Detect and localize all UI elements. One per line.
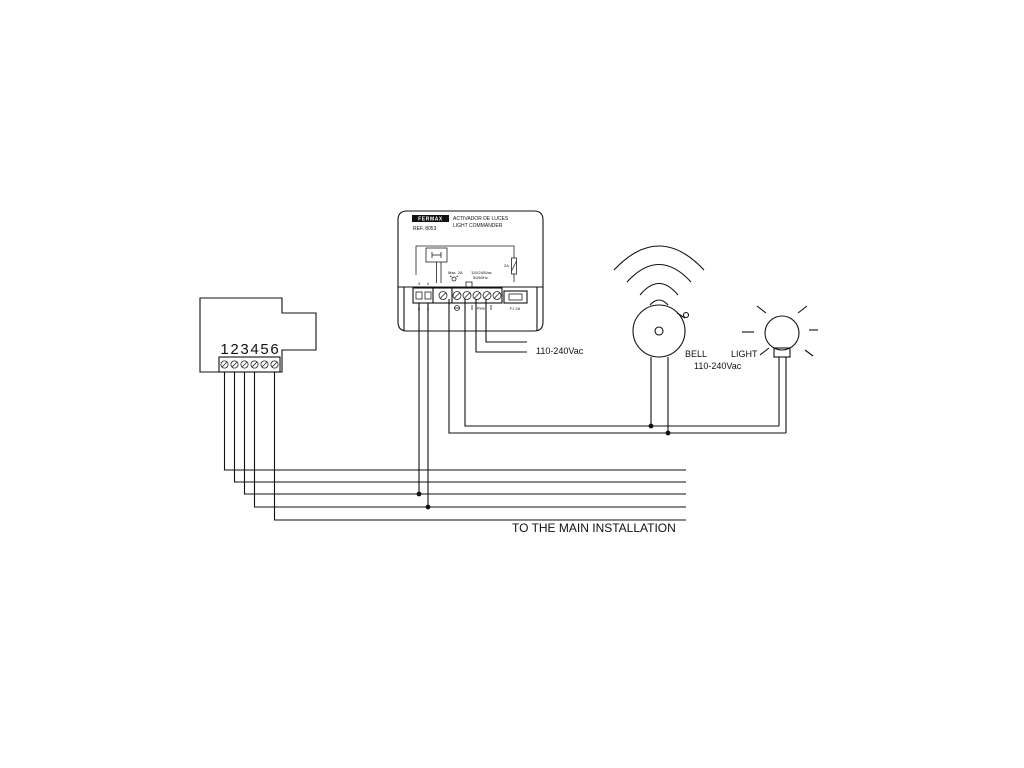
load-wire-b	[464, 299, 779, 427]
door-panel-outline	[199, 297, 317, 373]
panel-terminal-label-3: 3	[240, 341, 248, 358]
light-base	[773, 347, 791, 358]
internal-wire-top	[415, 245, 515, 275]
wiring	[223, 299, 786, 521]
lamp-icon	[449, 275, 459, 282]
module-screw-3	[462, 291, 472, 300]
panel-terminal-block	[218, 356, 281, 373]
panel-terminal-label-2: 2	[230, 341, 238, 358]
module-supply-label: 110-240Vac	[536, 346, 584, 356]
junction-dot	[648, 423, 654, 429]
load-wire-a	[448, 299, 786, 434]
bus-line-6	[273, 372, 686, 521]
fuse-symbol	[511, 257, 517, 275]
bell-icon	[613, 245, 705, 433]
light-label: LIGHT	[731, 349, 758, 359]
relay-terminal-label: Rele	[477, 306, 486, 311]
module-ref: REF. 8053	[413, 226, 437, 232]
bell-wave-outer	[613, 245, 705, 271]
bell-body	[632, 304, 686, 358]
module-screw-1	[438, 291, 448, 300]
light-bulb	[764, 315, 800, 351]
supply-wire-a	[475, 299, 527, 353]
panel-screw-4	[250, 360, 259, 369]
panel-screw-6	[270, 360, 279, 369]
module-title-en: LIGHT COMMANDER	[453, 223, 503, 229]
module-title-es: ACTIVADOR DE LUCES	[453, 216, 509, 222]
module-terminal-screws	[438, 291, 502, 300]
panel-terminal-label-4: 4	[250, 341, 258, 358]
panel-screw-5	[260, 360, 269, 369]
terminal-4-top-label: 4	[427, 281, 430, 286]
terminal-4-clamp	[424, 291, 432, 300]
bus-line-3	[243, 372, 686, 495]
supply-spec-2: 50/60Hz	[473, 275, 488, 280]
fuse-holder-inner	[508, 293, 523, 301]
door-panel: 1 2 3 4 5 6	[199, 297, 317, 373]
junction-dot	[416, 491, 422, 497]
terminal-3-clamp	[415, 291, 423, 300]
panel-terminal-label-6: 6	[270, 341, 278, 358]
panel-screw-2	[230, 360, 239, 369]
panel-screw-1	[220, 360, 229, 369]
fuse-rating: 2A	[504, 263, 509, 268]
module-screw-5	[482, 291, 492, 300]
panel-screw-3	[240, 360, 249, 369]
fuse-label: F1 2A	[510, 306, 521, 311]
loads-supply-label: 110-240Vac	[694, 361, 742, 371]
panel-terminal-screws	[220, 360, 279, 369]
relay-spec: Max. 2A	[448, 270, 463, 275]
supply-wire-b	[485, 299, 527, 343]
module-screw-6	[492, 291, 502, 300]
module-terminal-block	[412, 287, 503, 304]
terminal-3-top-label: 3	[418, 281, 421, 286]
fermax-logo-text: FERMAX	[418, 217, 443, 223]
bell-label: BELL	[685, 349, 707, 359]
bus-line-4	[253, 372, 686, 508]
module-screw-2	[452, 291, 462, 300]
bus-line-1	[223, 372, 686, 471]
module-lower-housing	[397, 286, 544, 332]
main-installation-label: TO THE MAIN INSTALLATION	[512, 521, 676, 535]
module-upper-housing	[397, 210, 544, 288]
fermax-logo	[412, 215, 449, 222]
light-icon	[742, 305, 818, 433]
panel-terminal-label-1: 1	[220, 341, 228, 358]
module-screw-4	[472, 291, 482, 300]
junction-dot	[425, 504, 431, 510]
light-ray	[756, 305, 767, 314]
bus-line-2	[233, 372, 686, 483]
supply-spec-1: 110/240Vac	[471, 270, 492, 275]
fuse-holder	[503, 290, 528, 304]
light-commander-module: FERMAX ACTIVADOR DE LUCES LIGHT COMMANDE…	[397, 210, 544, 332]
junction-dot	[665, 430, 671, 436]
panel-terminal-label-5: 5	[260, 341, 268, 358]
